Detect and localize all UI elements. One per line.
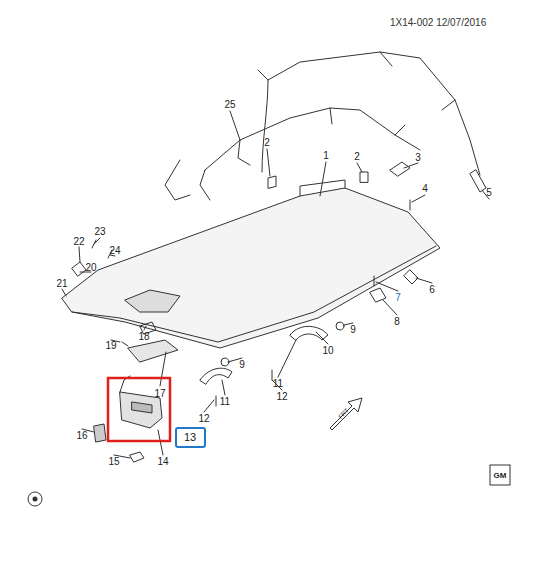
front-arrow	[330, 398, 362, 430]
screw-7	[374, 276, 375, 286]
overhead-console	[128, 340, 178, 362]
callout-number: 14	[157, 456, 168, 467]
callout-number: 21	[56, 278, 67, 289]
wire-harness	[165, 160, 190, 200]
visor-mount-16	[94, 424, 106, 442]
callout-number: 1	[323, 150, 329, 161]
callout-number: 2	[264, 137, 270, 148]
screw-12	[216, 370, 272, 406]
callout-number: 13	[184, 431, 196, 443]
callout-number: 17	[154, 388, 165, 399]
screw-4	[410, 200, 411, 210]
callout-number: 25	[224, 99, 235, 110]
wire-connector	[470, 170, 486, 192]
cap-9	[336, 322, 344, 330]
callout-number: 10	[322, 345, 333, 356]
wire-harness	[258, 52, 455, 110]
callout-number: 9	[239, 359, 245, 370]
retainer-3	[390, 162, 410, 176]
headliner-panel	[62, 188, 440, 348]
callout-number: 11	[220, 396, 230, 407]
callout-number: 2	[354, 151, 360, 162]
callout-number: 22	[73, 236, 84, 247]
sunvisor-mirror	[132, 402, 152, 413]
callout-number: 23	[94, 226, 105, 237]
visor-clip-14	[130, 452, 144, 462]
callout-number: 11	[273, 378, 283, 389]
wire-harness	[262, 52, 480, 175]
clip	[268, 176, 276, 188]
callout-number: 3	[415, 152, 421, 163]
coat-hook	[404, 270, 418, 284]
callout-number: 20	[85, 262, 96, 273]
callout-number: 6	[429, 284, 435, 295]
callout-number: 7	[395, 292, 401, 303]
callout-number: 5	[486, 187, 492, 198]
callout-number: 4	[422, 183, 428, 194]
callout-number: 15	[108, 456, 119, 467]
trim-clip	[72, 262, 86, 276]
clip	[360, 172, 368, 182]
view-symbol	[33, 497, 38, 502]
callout-number: 18	[138, 331, 149, 342]
highlight-box	[108, 378, 170, 441]
callout-box: 13	[175, 427, 206, 448]
dome-opening	[125, 290, 180, 312]
callout-number: 24	[109, 245, 120, 256]
headliner-edge	[72, 246, 436, 342]
diagram-code: 1X14-002 12/07/2016	[390, 17, 486, 28]
callout-number: 16	[76, 430, 87, 441]
callout-number: 9	[350, 324, 356, 335]
gm-logo	[490, 465, 510, 485]
callout-number: 12	[276, 391, 287, 402]
coat-hook	[370, 288, 386, 302]
brand-logo: GM	[494, 470, 507, 481]
callout-number: 8	[394, 316, 400, 327]
callout-number: 12	[198, 413, 209, 424]
wire-harness	[238, 108, 405, 165]
assist-handle	[200, 368, 232, 384]
screw-19	[122, 342, 128, 346]
leader-line	[62, 111, 489, 458]
wire-harness	[200, 108, 420, 200]
view-symbol	[28, 492, 42, 506]
front-indicator: FRT	[336, 406, 352, 422]
callout-number: 19	[105, 340, 116, 351]
